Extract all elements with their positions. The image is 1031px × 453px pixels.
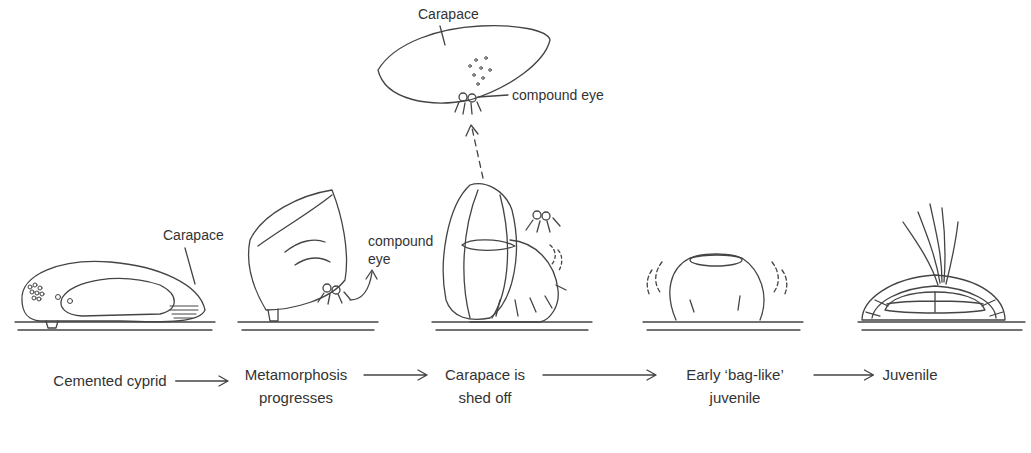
arrow-line: [176, 376, 228, 386]
arrow-line: [364, 370, 427, 380]
stage-caption: Early ‘bag-like’ juvenile: [662, 362, 808, 411]
stage-arrow: [176, 376, 228, 386]
stage-arrow: [364, 370, 427, 380]
dashed-arrow: [472, 128, 483, 178]
part-label: compound eye: [512, 86, 604, 104]
leader-line: [478, 95, 508, 97]
stage-arrow: [814, 370, 873, 380]
part-label: compound eye: [368, 232, 443, 268]
stage-caption: Cemented cyprid: [50, 368, 169, 395]
juvenile-figure: [862, 204, 1005, 320]
leader-line: [440, 26, 445, 45]
part-label: Carapace: [163, 226, 224, 244]
caption-text: Early ‘bag-like’ juvenile: [665, 364, 805, 409]
part-label: Carapace: [418, 5, 479, 23]
bag-juvenile-figure: [647, 254, 787, 320]
curved-arrow: [350, 272, 372, 300]
caption-text: Juvenile: [882, 364, 937, 387]
stage-caption: Juvenile: [879, 362, 940, 389]
metamorphosis-figure: [249, 190, 377, 321]
caption-text: Carapace is shed off: [436, 364, 534, 409]
stage-caption: Carapace is shed off: [433, 362, 537, 411]
stage-arrow: [543, 370, 656, 380]
arrow-line: [814, 370, 873, 380]
cyprid-figure: [22, 248, 205, 328]
caption-text: Cemented cyprid: [53, 370, 166, 393]
arrow-line: [543, 370, 656, 380]
substrate-lines: [15, 322, 1025, 330]
caption-text: Metamorphosis progresses: [237, 364, 355, 409]
shedding-figure: [443, 125, 566, 322]
leader-line: [185, 248, 195, 284]
stage-caption: Metamorphosis progresses: [234, 362, 358, 411]
